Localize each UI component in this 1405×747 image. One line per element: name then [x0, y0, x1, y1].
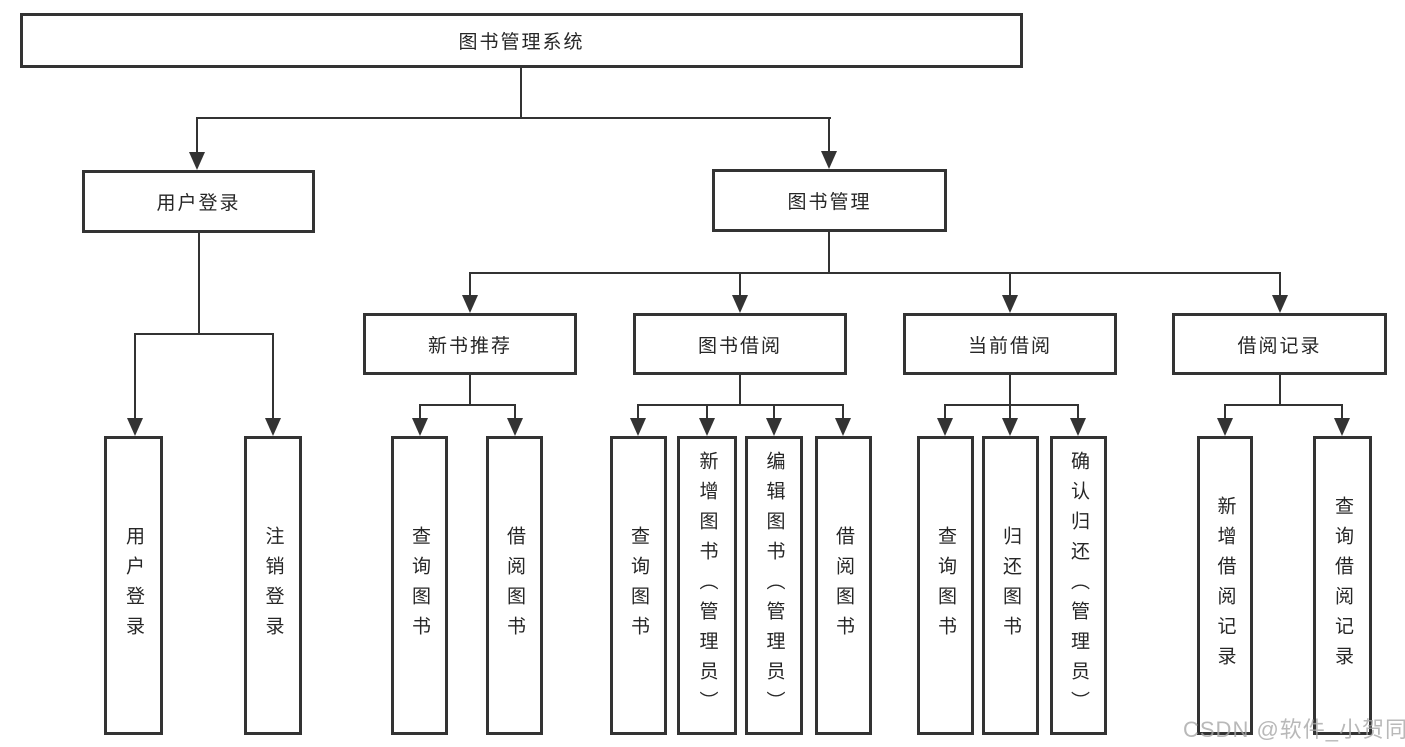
connector-drop-book-management	[828, 117, 830, 154]
connector-drop	[1009, 404, 1011, 420]
node-library-management-system: 图书管理系统	[20, 13, 1023, 68]
leaf-label: 借阅图书	[504, 525, 525, 646]
leaf-label: 新增图书（管理员）	[696, 450, 718, 721]
node-user-login: 用户登录	[82, 170, 315, 233]
leaf-borrow-books-recommend: 借阅图书	[486, 436, 543, 735]
leaf-label: 查询图书	[409, 525, 430, 646]
node-book-borrowing: 图书借阅	[633, 313, 847, 375]
connector-drop	[514, 404, 516, 420]
connector-borrow-records-bus	[1224, 404, 1343, 406]
leaf-label: 查询图书	[935, 525, 956, 646]
connector-root-stem	[520, 68, 522, 118]
connector-current-borrow-bus	[944, 404, 1079, 406]
node-borrowing-records: 借阅记录	[1172, 313, 1387, 375]
connector-drop-user-login	[196, 117, 198, 155]
connector-new-book-bus	[419, 404, 516, 406]
down-arrowhead	[766, 418, 782, 436]
leaf-label: 新增借阅记录	[1214, 495, 1236, 676]
leaf-label: 确认归还（管理员）	[1068, 450, 1089, 721]
down-arrowhead	[189, 152, 205, 170]
connector-root-bus	[196, 117, 831, 119]
down-arrowhead	[835, 418, 851, 436]
leaf-label: 编辑图书（管理员）	[763, 450, 785, 721]
connector-drop	[1224, 404, 1226, 420]
node-current-borrowing: 当前借阅	[903, 313, 1117, 375]
down-arrowhead	[630, 418, 646, 436]
leaf-label: 归还图书	[1000, 525, 1021, 646]
down-arrowhead	[1002, 295, 1018, 313]
down-arrowhead	[462, 295, 478, 313]
connector-book-borrow-stem	[739, 375, 741, 406]
leaf-edit-books-admin: 编辑图书（管理员）	[745, 436, 803, 735]
down-arrowhead	[1272, 295, 1288, 313]
connector-drop-borrow-records	[1279, 272, 1281, 298]
connector-drop	[944, 404, 946, 420]
connector-drop-current-borrow	[1009, 272, 1011, 298]
down-arrowhead	[507, 418, 523, 436]
connector-drop	[706, 404, 708, 420]
connector-current-borrow-stem	[1009, 375, 1011, 406]
connector-book-borrow-bus	[637, 404, 844, 406]
connector-drop	[842, 404, 844, 420]
connector-new-book-stem	[469, 375, 471, 406]
down-arrowhead	[821, 151, 837, 169]
leaf-label: 查询借阅记录	[1332, 495, 1353, 676]
leaf-borrow-books: 借阅图书	[815, 436, 872, 735]
node-label: 用户登录	[156, 193, 241, 214]
connector-drop-book-borrow	[739, 272, 741, 298]
leaf-query-books-current: 查询图书	[917, 436, 974, 735]
connector-drop-login-leaf	[134, 333, 136, 420]
down-arrowhead	[699, 418, 715, 436]
down-arrowhead	[127, 418, 143, 436]
connector-drop	[637, 404, 639, 420]
node-label: 图书管理系统	[458, 32, 585, 53]
node-label: 图书管理	[787, 192, 872, 213]
down-arrowhead	[732, 295, 748, 313]
connector-drop-new-book	[469, 272, 471, 298]
down-arrowhead	[1002, 418, 1018, 436]
connector-drop	[773, 404, 775, 420]
node-book-management: 图书管理	[712, 169, 947, 232]
down-arrowhead	[937, 418, 953, 436]
leaf-query-books-recommend: 查询图书	[391, 436, 448, 735]
leaf-label: 查询图书	[628, 525, 649, 646]
leaf-return-books: 归还图书	[982, 436, 1039, 735]
connector-drop	[1341, 404, 1343, 420]
down-arrowhead	[1217, 418, 1233, 436]
down-arrowhead	[265, 418, 281, 436]
connector-drop	[419, 404, 421, 420]
leaf-label: 注销登录	[262, 525, 284, 646]
connector-drop-logout-leaf	[272, 333, 274, 420]
down-arrowhead	[1070, 418, 1086, 436]
leaf-user-login: 用户登录	[104, 436, 163, 735]
node-new-book-recommendation: 新书推荐	[363, 313, 577, 375]
connector-book-mgmt-bus	[469, 272, 1281, 274]
leaf-logout: 注销登录	[244, 436, 302, 735]
down-arrowhead	[1334, 418, 1350, 436]
leaf-query-books-borrowing: 查询图书	[610, 436, 667, 735]
node-label: 借阅记录	[1237, 335, 1322, 357]
connector-user-login-bus	[134, 333, 274, 335]
connector-drop	[1077, 404, 1079, 420]
node-label: 图书借阅	[697, 335, 782, 357]
leaf-label: 借阅图书	[833, 525, 854, 646]
leaf-add-borrow-record: 新增借阅记录	[1197, 436, 1253, 735]
connector-book-mgmt-stem	[828, 232, 830, 274]
connector-user-login-stem	[198, 233, 200, 335]
leaf-confirm-return-admin: 确认归还（管理员）	[1050, 436, 1107, 735]
node-label: 新书推荐	[427, 335, 512, 357]
node-label: 当前借阅	[967, 335, 1052, 357]
down-arrowhead	[412, 418, 428, 436]
csdn-watermark: CSDN @软件_小贺同学	[1183, 717, 1405, 742]
connector-borrow-records-stem	[1279, 375, 1281, 406]
leaf-add-books-admin: 新增图书（管理员）	[677, 436, 737, 735]
leaf-query-borrow-record: 查询借阅记录	[1313, 436, 1372, 735]
leaf-label: 用户登录	[123, 525, 144, 646]
